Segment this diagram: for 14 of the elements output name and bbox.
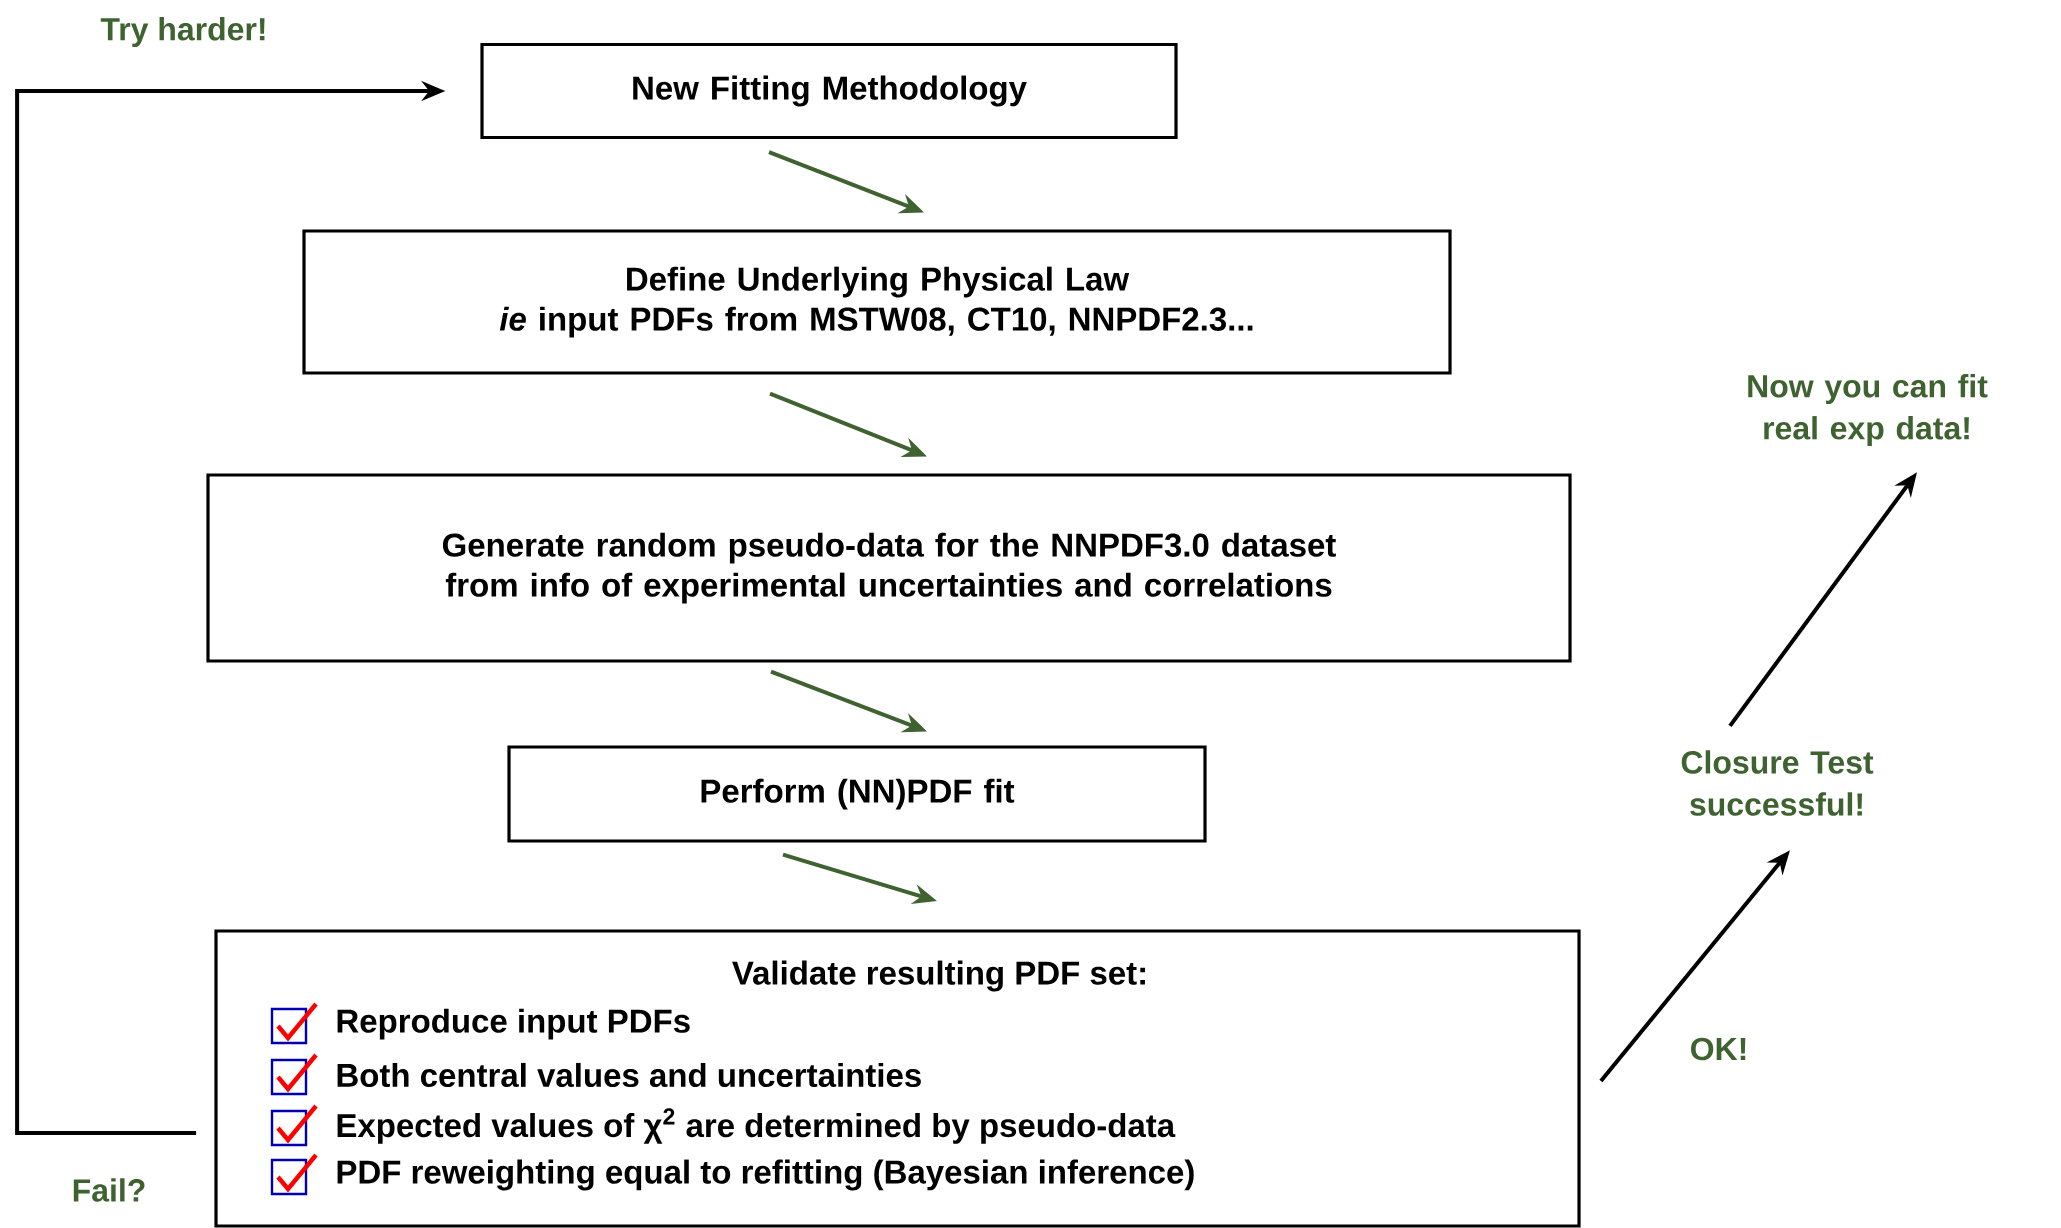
box-heading: Validate resulting PDF set: bbox=[732, 960, 1145, 992]
checklist-item: PDF reweighting equal to refitting (Bayesian inference) bbox=[337, 1159, 1194, 1191]
result-text: Now you can fit real exp data! bbox=[1748, 374, 1988, 446]
result-text: Closure Test successful! bbox=[1681, 750, 1874, 816]
checklist-item: Reproduce input PDFs bbox=[337, 1008, 690, 1040]
checklist-item: Expected values of χ$^{2}$ are determined by pseudo-data bbox=[337, 1108, 1176, 1144]
checklist-item: Both central values and uncertainties bbox=[337, 1062, 921, 1088]
edge-label: Try harder! bbox=[100, 17, 265, 47]
annotation-text: Fail? bbox=[73, 1178, 145, 1202]
edge-label: OK! bbox=[1691, 1037, 1746, 1061]
process-box: Perform (NN)PDF fit bbox=[507, 745, 1207, 843]
process-box: New Fitting Methodology bbox=[480, 42, 1178, 140]
process-box: Generate random pseudo-data for the NNPDF3.0 dataset from info of experimental uncertainties and correlations bbox=[206, 473, 1572, 663]
process-box: Define Underlying Physical Law ie input PDFs from MSTW08, CT10, NNPDF2.3... bbox=[302, 229, 1452, 375]
